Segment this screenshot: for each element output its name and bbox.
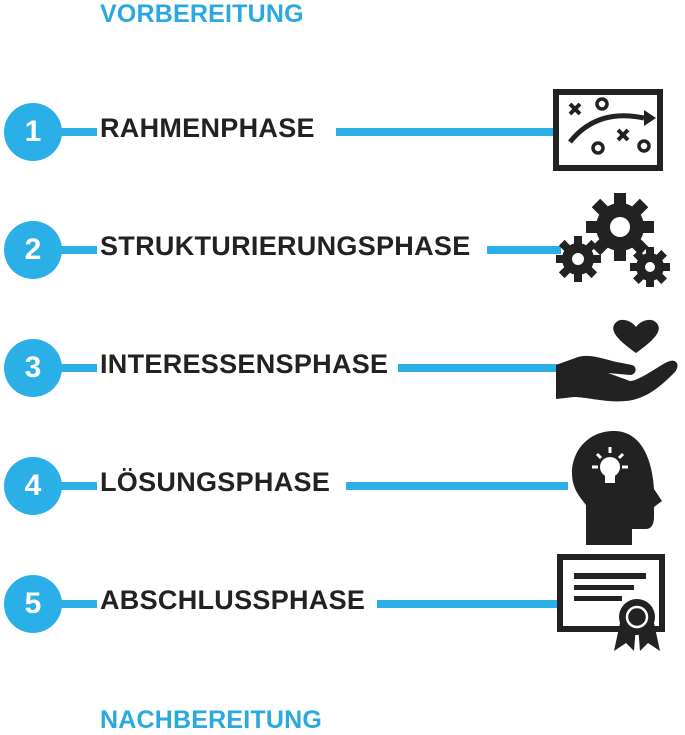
phase-row-1: 1 RAHMENPHASE — [0, 89, 685, 183]
phase-row-4: 4 LÖSUNGSPHASE — [0, 431, 685, 545]
head-lightbulb-icon — [572, 431, 662, 545]
strategy-board-icon — [553, 89, 663, 171]
connector-line — [346, 482, 568, 490]
heart-in-hand-icon — [556, 319, 678, 402]
phase-row-5: 5 ABSCHLUSSPHASE — [0, 554, 685, 655]
phase-row-2: 2 STRUKTURIERUNGSPHASE — [0, 193, 685, 301]
phase-number-badge: 5 — [4, 575, 62, 633]
follow-up-label: NACHBEREITUNG — [100, 706, 323, 734]
connector-line — [60, 600, 97, 608]
connector-line — [398, 364, 560, 372]
preparation-label: VORBEREITUNG — [100, 0, 304, 28]
connector-line — [336, 128, 556, 136]
phase-row-3: 3 INTERESSENSPHASE — [0, 319, 685, 419]
phase-title: ABSCHLUSSPHASE — [100, 585, 366, 615]
phase-number-badge: 2 — [4, 221, 62, 279]
connector-line — [487, 246, 561, 254]
phase-title: RAHMENPHASE — [100, 113, 315, 143]
connector-line — [60, 246, 97, 254]
connector-line — [60, 364, 97, 372]
connector-line — [377, 600, 560, 608]
certificate-icon — [557, 554, 665, 651]
connector-line — [60, 128, 97, 136]
phase-title: INTERESSENSPHASE — [100, 349, 389, 379]
gears-icon — [556, 193, 670, 287]
phase-title: LÖSUNGSPHASE — [100, 467, 331, 497]
phase-number-badge: 1 — [4, 103, 62, 161]
connector-line — [60, 482, 97, 490]
phase-title: STRUKTURIERUNGSPHASE — [100, 231, 471, 261]
phase-number-badge: 3 — [4, 339, 62, 397]
phase-number-badge: 4 — [4, 457, 62, 515]
